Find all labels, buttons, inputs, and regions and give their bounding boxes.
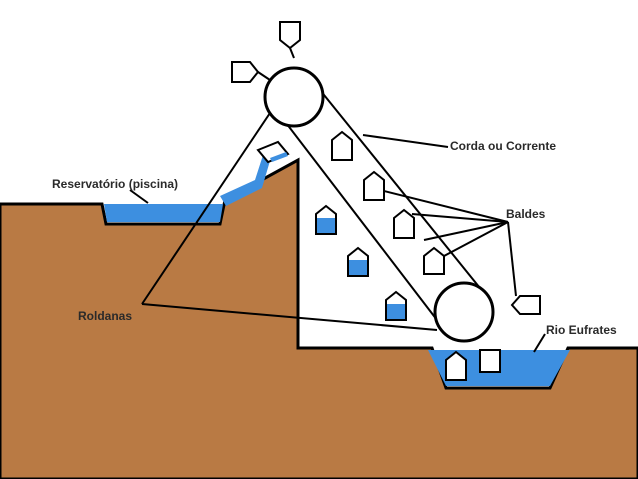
reservoir-water — [104, 204, 223, 222]
bucket-empty-1-icon — [331, 130, 353, 161]
support-line-left — [141, 109, 273, 305]
label-pulleys: Roldanas — [78, 309, 132, 323]
label-river: Rio Eufrates — [546, 323, 617, 337]
bucket-tipping-icon — [256, 140, 290, 164]
chain-leader — [362, 134, 449, 148]
buckets-leader-2 — [411, 213, 509, 223]
bucket-full-2-icon — [347, 246, 369, 277]
support-line-bottom — [141, 303, 438, 331]
chain-right — [319, 89, 489, 299]
river-leader — [533, 333, 546, 353]
label-reservoir: Reservatório (piscina) — [52, 177, 178, 191]
bucket-river-1-icon — [445, 350, 467, 381]
label-chain: Corda ou Corrente — [450, 139, 556, 153]
ground — [0, 157, 638, 479]
bucket-full-1-icon — [315, 204, 337, 235]
bucket-topleft-icon — [231, 61, 271, 83]
bucket-full-3-icon — [385, 290, 407, 321]
bottom-pulley-icon — [433, 281, 495, 343]
bucket-river-2-icon — [479, 349, 501, 373]
bucket-empty-3-icon — [393, 208, 415, 239]
buckets-leader-4 — [443, 221, 509, 257]
bucket-right-icon — [510, 295, 541, 315]
buckets-leader-5 — [507, 221, 517, 297]
top-pulley-icon — [263, 66, 325, 128]
buckets-leader-3 — [423, 221, 509, 241]
water-chute — [220, 152, 272, 206]
bucket-empty-4-icon — [423, 246, 445, 275]
label-buckets: Baldes — [506, 207, 546, 221]
bucket-empty-2-icon — [363, 170, 385, 201]
buckets-leader-1 — [379, 189, 509, 223]
bucket-top-icon — [279, 21, 301, 59]
chain-left — [269, 101, 438, 321]
reservoir-leader — [129, 189, 149, 204]
